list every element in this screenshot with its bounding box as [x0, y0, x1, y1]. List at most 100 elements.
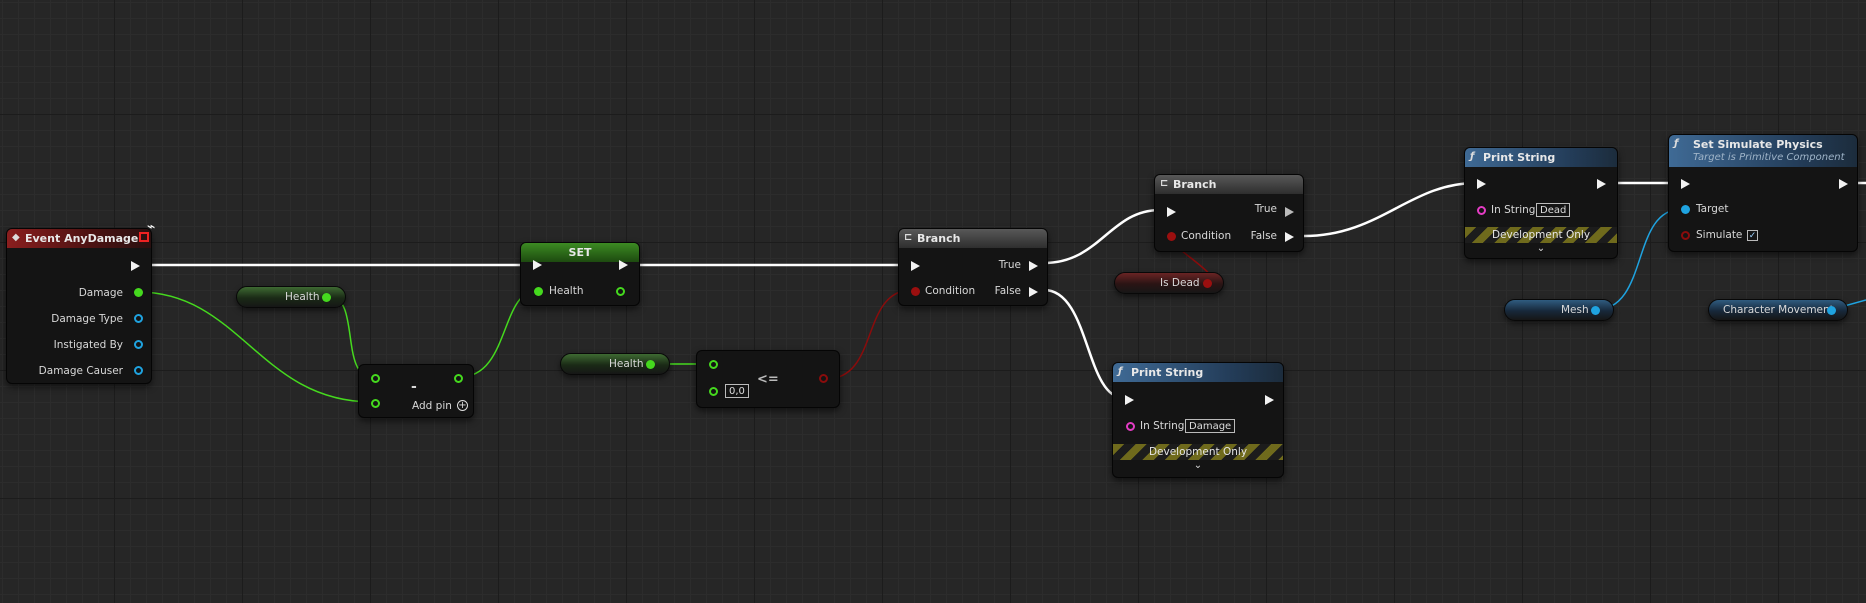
damage-type-pin-label: Damage Type: [51, 313, 123, 325]
branch-2-true-pin[interactable]: [1285, 207, 1294, 217]
branch-1-true-pin[interactable]: [1029, 261, 1038, 271]
checkmark-icon: ✓: [1748, 231, 1757, 241]
plus-circle-icon[interactable]: +: [457, 400, 468, 411]
branch-2-false-pin[interactable]: [1285, 232, 1294, 242]
set-simulate-physics-header: ƒ Set Simulate Physics Target is Primiti…: [1669, 135, 1857, 167]
is-dead-getter-node[interactable]: Is Dead: [1114, 272, 1224, 294]
set-health-out-pin[interactable]: [616, 287, 625, 296]
set-simulate-physics-node[interactable]: ƒ Set Simulate Physics Target is Primiti…: [1668, 134, 1858, 252]
add-pin-label[interactable]: Add pin: [412, 400, 452, 412]
print-string-damage-node[interactable]: ƒ Print String In String Damage Developm…: [1112, 362, 1284, 478]
simulate-checkbox[interactable]: ✓: [1747, 230, 1758, 241]
branch-1-header: ⊏ Branch: [899, 229, 1047, 248]
set-simulate-physics-title: Set Simulate Physics: [1693, 138, 1823, 151]
is-dead-out-pin[interactable]: [1203, 279, 1212, 288]
set-sim-exec-out-pin[interactable]: [1839, 179, 1848, 189]
branch-1-false-label: False: [994, 285, 1021, 297]
exec-wire: [1303, 181, 1477, 238]
set-sim-target-pin[interactable]: [1681, 205, 1690, 214]
damage-causer-pin[interactable]: [134, 366, 143, 375]
character-movement-out-pin[interactable]: [1827, 306, 1836, 315]
subtract-operator: -: [411, 379, 417, 395]
character-movement-getter-node[interactable]: Character Movement: [1708, 299, 1848, 321]
set-health-pin-label: Health: [549, 285, 584, 297]
branch-2-condition-pin[interactable]: [1167, 232, 1176, 241]
bool-wire: [825, 289, 913, 380]
branch-2-false-label: False: [1250, 230, 1277, 242]
damage-pin[interactable]: [134, 288, 143, 297]
event-any-damage-node[interactable]: ◆ Event AnyDamage ⌁ Damage Damage Type I…: [6, 219, 155, 384]
print-dead-exec-in-pin[interactable]: [1477, 179, 1486, 189]
health-out-pin[interactable]: [646, 360, 655, 369]
mesh-out-pin[interactable]: [1591, 306, 1600, 315]
print-dead-in-string-label: In String: [1491, 204, 1536, 216]
exec-out-pin[interactable]: [131, 261, 140, 271]
branch-1-exec-in-pin[interactable]: [911, 261, 920, 271]
character-movement-getter-label: Character Movement: [1723, 304, 1834, 316]
branch-icon: ⊏: [904, 232, 913, 243]
branch-1-title: Branch: [917, 232, 961, 245]
health-getter-node[interactable]: Health: [236, 286, 346, 308]
set-health-in-pin[interactable]: [534, 287, 543, 296]
print-damage-in-string-label: In String: [1140, 420, 1185, 432]
set-exec-out-pin[interactable]: [619, 260, 628, 270]
print-string-dead-node[interactable]: ƒ Print String In String Dead Developmen…: [1464, 147, 1618, 259]
compare-input-a-pin[interactable]: [709, 360, 718, 369]
branch-icon: ⊏: [1160, 178, 1169, 189]
delegate-icon[interactable]: [139, 232, 149, 242]
print-dead-exec-out-pin[interactable]: [1597, 179, 1606, 189]
less-equal-node[interactable]: 0,0 <=: [696, 350, 840, 408]
health-getter-label: Health: [609, 358, 644, 370]
print-string-damage-title: Print String: [1131, 366, 1204, 379]
branch-node-2[interactable]: ⊏ Branch True Condition False: [1154, 174, 1304, 252]
subtract-node[interactable]: - Add pin +: [358, 364, 474, 418]
instigated-by-pin[interactable]: [134, 340, 143, 349]
set-sim-simulate-pin[interactable]: [1681, 231, 1690, 240]
print-damage-string-input[interactable]: Damage: [1185, 419, 1236, 433]
chevron-down-icon[interactable]: ⌄: [1536, 243, 1546, 254]
damage-type-pin[interactable]: [134, 314, 143, 323]
branch-1-false-pin[interactable]: [1029, 287, 1038, 297]
mesh-getter-node[interactable]: Mesh: [1504, 299, 1614, 321]
damage-causer-pin-label: Damage Causer: [38, 365, 123, 377]
print-damage-exec-in-pin[interactable]: [1125, 395, 1134, 405]
compare-default-value[interactable]: 0,0: [725, 384, 749, 398]
damage-pin-label: Damage: [78, 287, 123, 299]
print-damage-exec-out-pin[interactable]: [1265, 395, 1274, 405]
branch-1-condition-pin[interactable]: [911, 287, 920, 296]
print-string-dead-title: Print String: [1483, 151, 1556, 164]
function-f-icon: ƒ: [1118, 366, 1123, 377]
compare-operator: <=: [757, 372, 779, 387]
branch-1-true-label: True: [998, 259, 1021, 271]
health-getter-label: Health: [285, 291, 320, 303]
print-dead-string-input[interactable]: Dead: [1536, 203, 1571, 217]
compare-input-b-pin[interactable]: [709, 387, 718, 396]
event-any-damage-header: ◆ Event AnyDamage: [7, 229, 151, 248]
set-health-node[interactable]: SET Health: [520, 242, 640, 306]
chevron-down-icon[interactable]: ⌄: [1193, 460, 1203, 471]
print-dead-in-string-pin[interactable]: [1477, 206, 1486, 215]
subtract-input-a-pin[interactable]: [371, 374, 380, 383]
set-exec-in-pin[interactable]: [533, 260, 542, 270]
set-sim-exec-in-pin[interactable]: [1681, 179, 1690, 189]
subtract-input-b-pin[interactable]: [371, 399, 380, 408]
signal-icon: ⌁: [147, 219, 156, 235]
function-f-icon: ƒ: [1674, 138, 1679, 149]
health-getter-node[interactable]: Health: [560, 353, 670, 375]
development-only-banner: Development Only: [1113, 444, 1283, 460]
instigated-by-pin-label: Instigated By: [53, 339, 123, 351]
float-wire: [137, 291, 373, 403]
compare-output-pin[interactable]: [819, 374, 828, 383]
branch-node-1[interactable]: ⊏ Branch True Condition False: [898, 228, 1048, 306]
is-dead-getter-label: Is Dead: [1160, 277, 1200, 289]
branch-2-title: Branch: [1173, 178, 1217, 191]
branch-2-exec-in-pin[interactable]: [1167, 207, 1176, 217]
print-string-dead-header: ƒ Print String: [1465, 148, 1617, 167]
print-damage-in-string-pin[interactable]: [1126, 422, 1135, 431]
print-string-damage-header: ƒ Print String: [1113, 363, 1283, 382]
set-health-header: SET: [521, 243, 639, 262]
health-out-pin[interactable]: [322, 293, 331, 302]
subtract-output-pin[interactable]: [454, 374, 463, 383]
